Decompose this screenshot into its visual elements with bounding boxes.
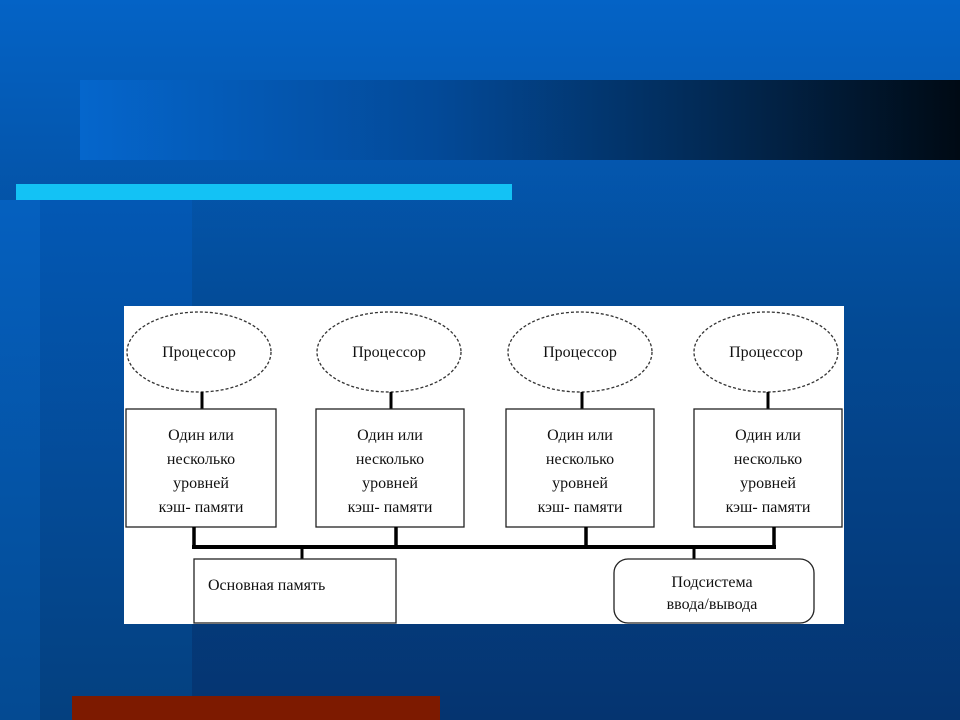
architecture-diagram: Процессор Процессор Процессор Процессор … <box>124 306 844 624</box>
cache-2-line-4: кэш- памяти <box>348 499 433 516</box>
background-left-edge <box>0 200 40 720</box>
cache-2-line-2: несколько <box>356 451 424 468</box>
processor-4: Процессор <box>693 311 839 393</box>
cache-2: Один или несколько уровней кэш- памяти <box>315 408 465 528</box>
processor-2-label: Процессор <box>352 344 426 361</box>
cache-2-line-3: уровней <box>362 475 418 492</box>
processor-3-label: Процессор <box>543 344 617 361</box>
processor-2: Процессор <box>316 311 462 393</box>
cache-1-line-1: Один или <box>168 427 234 444</box>
title-gradient-bar <box>80 80 960 160</box>
diagram-canvas: Процессор Процессор Процессор Процессор … <box>125 311 843 624</box>
cache-3-line-2: несколько <box>546 451 614 468</box>
processor-1: Процессор <box>126 311 272 393</box>
red-accent-bar <box>72 696 440 720</box>
main-memory-label: Основная память <box>208 577 325 594</box>
cache-4-line-1: Один или <box>735 427 801 444</box>
cache-4-line-3: уровней <box>740 475 796 492</box>
cache-1-line-2: несколько <box>167 451 235 468</box>
cache-1-line-3: уровней <box>173 475 229 492</box>
cyan-accent-bar <box>16 184 512 200</box>
cache-4-line-4: кэш- памяти <box>726 499 811 516</box>
main-memory: Основная память <box>193 558 397 624</box>
cache-2-line-1: Один или <box>357 427 423 444</box>
cache-4: Один или несколько уровней кэш- памяти <box>693 408 843 528</box>
cache-3-line-1: Один или <box>547 427 613 444</box>
cache-3-line-3: уровней <box>552 475 608 492</box>
cache-3: Один или несколько уровней кэш- памяти <box>505 408 655 528</box>
cache-1-line-4: кэш- памяти <box>159 499 244 516</box>
processor-1-label: Процессор <box>162 344 236 361</box>
cache-1: Один или несколько уровней кэш- памяти <box>125 408 277 528</box>
cache-3-line-4: кэш- памяти <box>538 499 623 516</box>
processor-4-label: Процессор <box>729 344 803 361</box>
cache-4-line-2: несколько <box>734 451 802 468</box>
io-subsystem: Подсистема ввода/вывода <box>613 558 815 624</box>
io-subsystem-line-1: Подсистема <box>671 574 752 591</box>
io-subsystem-line-2: ввода/вывода <box>667 596 758 613</box>
processor-3: Процессор <box>507 311 653 393</box>
